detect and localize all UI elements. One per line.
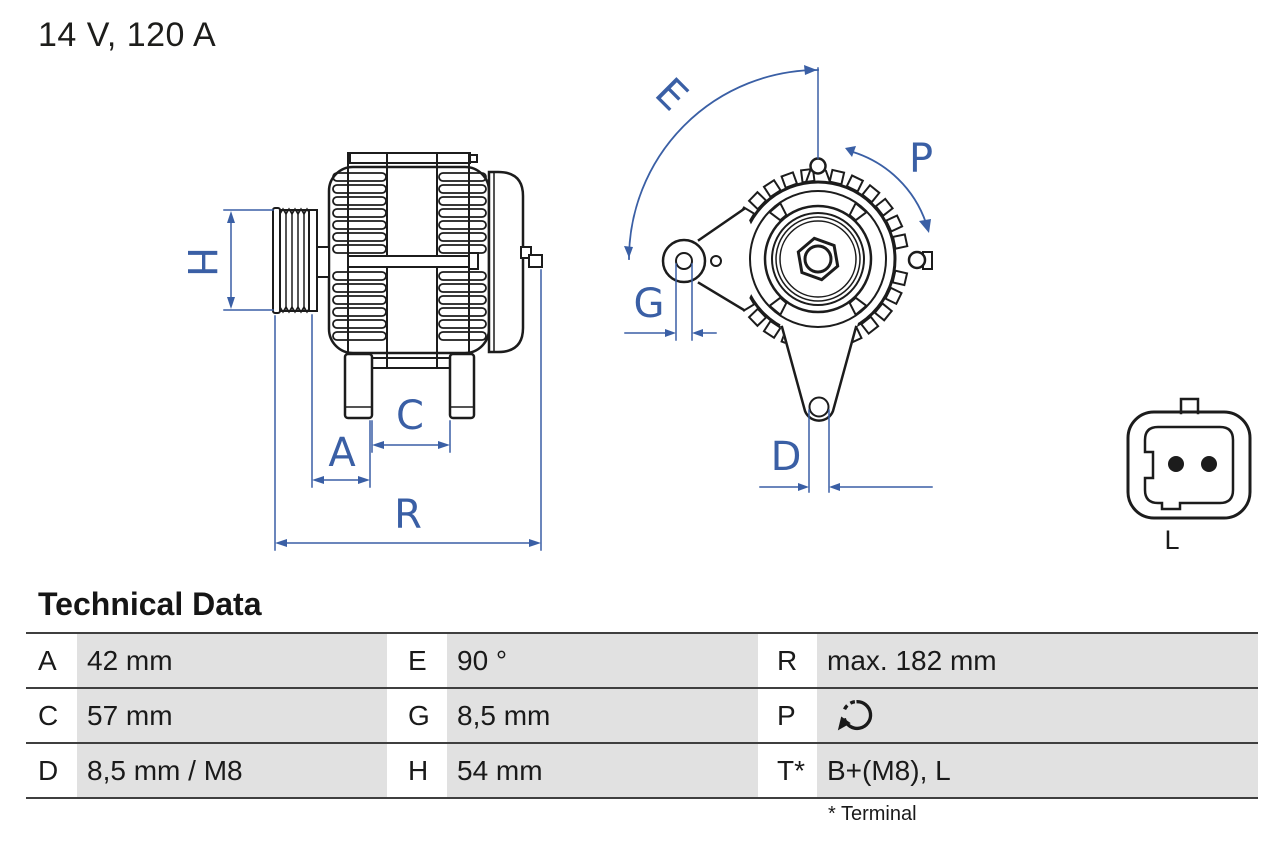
alternator-side-view [272,152,543,420]
alternator-front-view [661,157,933,426]
connector-pin [1168,456,1184,472]
dimension-label-a: A [328,430,356,476]
dimension-label-g: G [634,281,665,327]
dim-key-a: A [26,634,77,687]
table-row: C 57 mm G 8,5 mm P [26,687,1258,742]
dim-value-g: 8,5 mm [447,689,758,742]
dim-value-a: 42 mm [77,634,387,687]
dim-key-g: G [387,689,447,742]
table-row: D 8,5 mm / M8 H 54 mm T* B+(M8), L [26,742,1258,799]
dim-key-t: T* [758,744,817,797]
dimension-label-c: C [396,393,424,439]
connector-drawing: L [1126,397,1252,555]
table-row: A 42 mm E 90 ° R max. 182 mm [26,632,1258,687]
dim-key-r: R [758,634,817,687]
dim-value-r: max. 182 mm [817,634,1258,687]
alternator-drawing: H A C R E G P D L [178,65,1252,555]
dimension-label-p: P [909,136,933,182]
dim-value-p [817,689,1258,742]
dim-key-p: P [758,689,817,742]
dim-value-d: 8,5 mm / M8 [77,744,387,797]
dim-value-c: 57 mm [77,689,387,742]
dimension-label-d: D [771,434,802,480]
dimension-label-h: H [178,247,224,277]
dimension-lines [223,65,933,551]
dim-key-c: C [26,689,77,742]
dim-value-e: 90 ° [447,634,758,687]
technical-data-heading: Technical Data [38,586,262,622]
dim-value-h: 54 mm [447,744,758,797]
connector-label: L [1164,525,1179,555]
rotation-direction-icon [837,699,873,730]
connector-pin [1201,456,1217,472]
dim-key-d: D [26,744,77,797]
dimension-label-r: R [394,492,422,538]
page-title: 14 V, 120 A [38,16,217,54]
dim-key-h: H [387,744,447,797]
dim-key-e: E [387,634,447,687]
dim-value-t: B+(M8), L [817,744,1258,797]
technical-data-table: A 42 mm E 90 ° R max. 182 mm C 57 mm G 8… [26,632,1258,799]
terminal-footnote: * Terminal [828,803,917,825]
dimension-label-e: E [646,70,696,120]
